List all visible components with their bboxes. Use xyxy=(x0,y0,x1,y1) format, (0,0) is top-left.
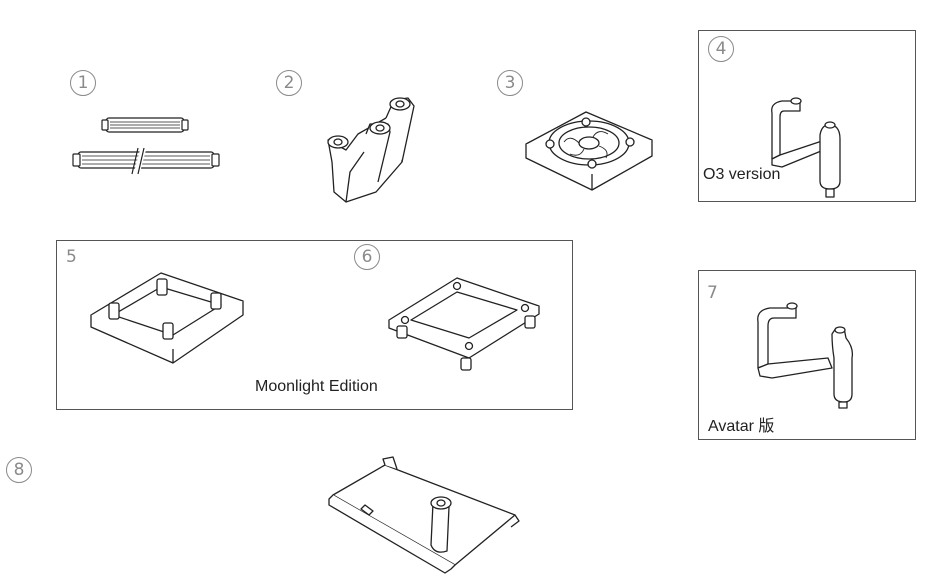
part-6-number: 6 xyxy=(354,244,380,270)
part-1-number: 1 xyxy=(70,70,96,96)
part-4-number: 4 xyxy=(708,36,734,62)
part-6-frame-illustration xyxy=(385,268,545,376)
part-5-number: 5 xyxy=(66,247,77,267)
part-4-caption: O3 version xyxy=(703,166,781,183)
part-7-caption: Avatar 版 xyxy=(708,418,775,435)
part-2-number: 2 xyxy=(276,70,302,96)
part-4-bracket-illustration xyxy=(760,95,860,205)
part-3-number: 3 xyxy=(497,70,523,96)
part-4-frame xyxy=(698,30,916,202)
part-3-fan-illustration xyxy=(520,100,660,200)
part-8-plate-illustration xyxy=(325,455,525,577)
part-7-number: 7 xyxy=(707,283,718,303)
part-1-cable-illustration xyxy=(70,110,230,190)
part-7-bracket-illustration xyxy=(748,298,858,413)
moonlight-edition-caption: Moonlight Edition xyxy=(255,378,378,395)
part-2-mount-illustration xyxy=(316,92,426,207)
part-5-frame-illustration xyxy=(85,265,250,375)
part-7-frame xyxy=(698,270,916,440)
part-8-number: 8 xyxy=(6,457,32,483)
